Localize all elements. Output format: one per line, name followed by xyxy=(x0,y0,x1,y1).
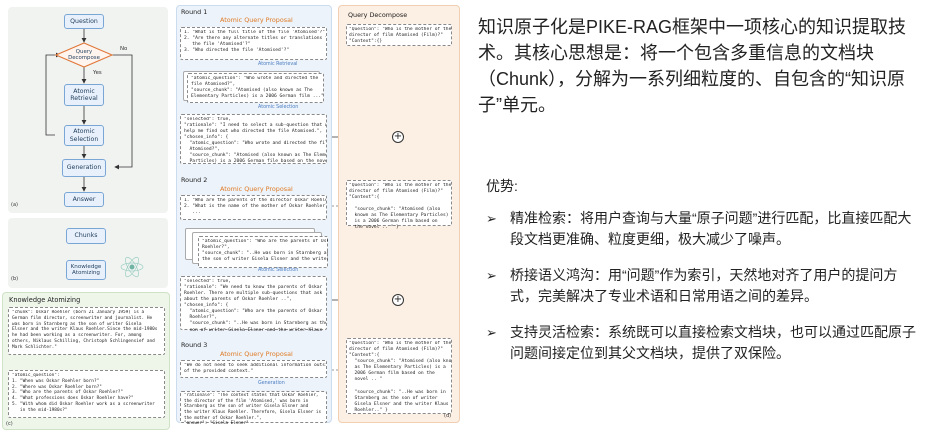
panel-c-label: (c) xyxy=(6,421,13,427)
arrow-bullet-icon: ➢ xyxy=(486,325,497,340)
round3-proposal: Atomic Query Proposal xyxy=(220,350,293,358)
intro-paragraph: 知识原子化是PIKE-RAG框架中一项核心的知识提取技术。其核心思想是：将一个包… xyxy=(478,17,907,115)
question-label: Question xyxy=(70,17,98,25)
bullet-text: 支持灵活检索：系统既可以直接检索文档块，也可以通过匹配原子问题间接定位到其父文档… xyxy=(510,324,916,361)
round1-retrieval-label: Atomic Retrieval xyxy=(258,62,298,67)
arrow-bullet-icon: ➢ xyxy=(486,268,497,283)
round1-retrieved-box: "atomic_question": "Who wrote and direct… xyxy=(187,73,324,103)
round2-retrieved-box: "atomic_question": "Who are the parents … xyxy=(198,236,328,268)
bullet-semantic-bridge: ➢ 桥接语义鸿沟：用“问题”作为索引，天然地对齐了用户的提问方式，完美解决了专业… xyxy=(486,265,926,309)
round3-final-box: "rationale": "The context states that Os… xyxy=(180,391,327,426)
generation-label: Generation xyxy=(66,164,102,172)
knowledge-atomizing-label: Knowledge Atomizing xyxy=(70,263,102,276)
decompose-block2-text: "Question": "Who is the mother of the di… xyxy=(349,183,451,231)
description-panel: 知识原子化是PIKE-RAG框架中一项核心的知识提取技术。其核心思想是：将一个包… xyxy=(470,0,933,434)
round1-selection-label: Atomic Selection xyxy=(258,105,299,110)
query-decompose-node: Query Decompose xyxy=(64,46,104,64)
answer-node: Answer xyxy=(64,192,104,207)
round1-title: Round 1 xyxy=(181,8,208,16)
atomic-retrieval-node: Atomic Retrieval xyxy=(64,84,104,106)
query-decompose-label: Query Decompose xyxy=(68,48,100,61)
decompose-block3-text: "Question": "Who is the mother of the di… xyxy=(349,341,451,413)
round1-questions: 1. "What is the full title of the file '… xyxy=(184,30,326,54)
pike-rag-figure: Question Query Decompose Yes No Atomic R… xyxy=(2,5,460,430)
chunks-node: Chunks xyxy=(66,228,106,244)
round2-title: Round 2 xyxy=(181,176,208,184)
panel-d-label: (d) xyxy=(444,413,452,419)
panel-a-flowchart xyxy=(8,7,168,213)
merge-plus-icon-2: + xyxy=(392,294,404,306)
advantages-title: 优势: xyxy=(486,178,518,194)
chunks-label: Chunks xyxy=(74,232,98,240)
decompose-block3: "Question": "Who is the mother of the di… xyxy=(346,338,452,414)
query-decompose-title: Query Decompose xyxy=(348,11,408,19)
decompose-block1-text: "Question": "Who is the mother of the di… xyxy=(349,27,451,45)
round1-proposal: Atomic Query Proposal xyxy=(220,16,293,24)
atom-icon xyxy=(120,256,144,278)
chunk-text: "chunk": Oskar Roehler (born 21 January … xyxy=(12,310,158,350)
round2-retrieved: "atomic_question": "Who are the parents … xyxy=(202,239,328,263)
generation-node: Generation xyxy=(62,159,106,177)
round2-selected: "selected": true, "rationale": "We need … xyxy=(184,279,326,333)
round1-retrieved: "atomic_question": "Who wrote and direct… xyxy=(191,76,323,100)
bullet-flexible-retrieval: ➢ 支持灵活检索：系统既可以直接检索文档块，也可以通过匹配原子问题间接定位到其父… xyxy=(486,322,926,366)
panel-a-label: (a) xyxy=(11,202,18,208)
round1-questions-box: 1. "What is the full title of the file '… xyxy=(180,27,327,60)
merge-plus-icon-1: + xyxy=(392,131,404,143)
atomic-question-text: "atomic_question": 1. "When was Oskar Ro… xyxy=(12,373,155,413)
atomic-question-box: "atomic_question": 1. "When was Oskar Ro… xyxy=(8,370,165,418)
knowledge-atomizing-node: Knowledge Atomizing xyxy=(66,260,106,280)
question-node: Question xyxy=(64,14,104,29)
atomic-selection-label: Atomic Selection xyxy=(69,128,99,143)
round2-proposal: Atomic Query Proposal xyxy=(220,185,293,193)
decompose-block2: "Question": "Who is the mother of the di… xyxy=(346,180,452,230)
decompose-block1: "Question": "Who is the mother of the di… xyxy=(346,24,452,46)
atomic-retrieval-label: Atomic Retrieval xyxy=(70,87,98,102)
bullet-text: 精准检索：将用户查询与大量“原子问题”进行匹配，比直接匹配大段文档更准确、粒度更… xyxy=(510,210,912,247)
round3-title: Round 3 xyxy=(181,341,208,349)
round2-selected-box: "selected": true, "rationale": "We need … xyxy=(180,276,327,333)
round3-questions-box: "We do not need to seek additional infor… xyxy=(180,360,327,378)
round1-selected: "selected": true, "rationale": "I need t… xyxy=(184,117,326,165)
round3-generation-label: Generation xyxy=(258,381,285,386)
round2-selection-label: Atomic Selection xyxy=(258,268,299,273)
round2-questions-box: 1. "Who are the parents of the director … xyxy=(180,195,327,220)
round2-questions: 1. "Who are the parents of the director … xyxy=(184,198,326,216)
bullet-text: 桥接语义鸿沟：用“问题”作为索引，天然地对齐了用户的提问方式，完美解决了专业术语… xyxy=(510,267,898,304)
atomic-selection-node: Atomic Selection xyxy=(64,125,104,146)
round3-questions: "We do not need to seek additional infor… xyxy=(184,363,326,375)
answer-label: Answer xyxy=(72,195,96,203)
no-label: No xyxy=(120,46,128,52)
yes-label: Yes xyxy=(93,70,102,76)
arrow-bullet-icon: ➢ xyxy=(486,211,497,226)
bullet-precise-retrieval: ➢ 精准检索：将用户查询与大量“原子问题”进行匹配，比直接匹配大段文档更准确、粒… xyxy=(486,208,926,252)
chunk-box: "chunk": Oskar Roehler (born 21 January … xyxy=(8,307,165,355)
round3-final: "rationale": "The context states that Os… xyxy=(184,393,322,427)
round1-selected-box: "selected": true, "rationale": "I need t… xyxy=(180,114,327,164)
panel-b-label: (b) xyxy=(11,276,19,282)
knowledge-atomizing-title: Knowledge Atomizing xyxy=(9,296,81,304)
